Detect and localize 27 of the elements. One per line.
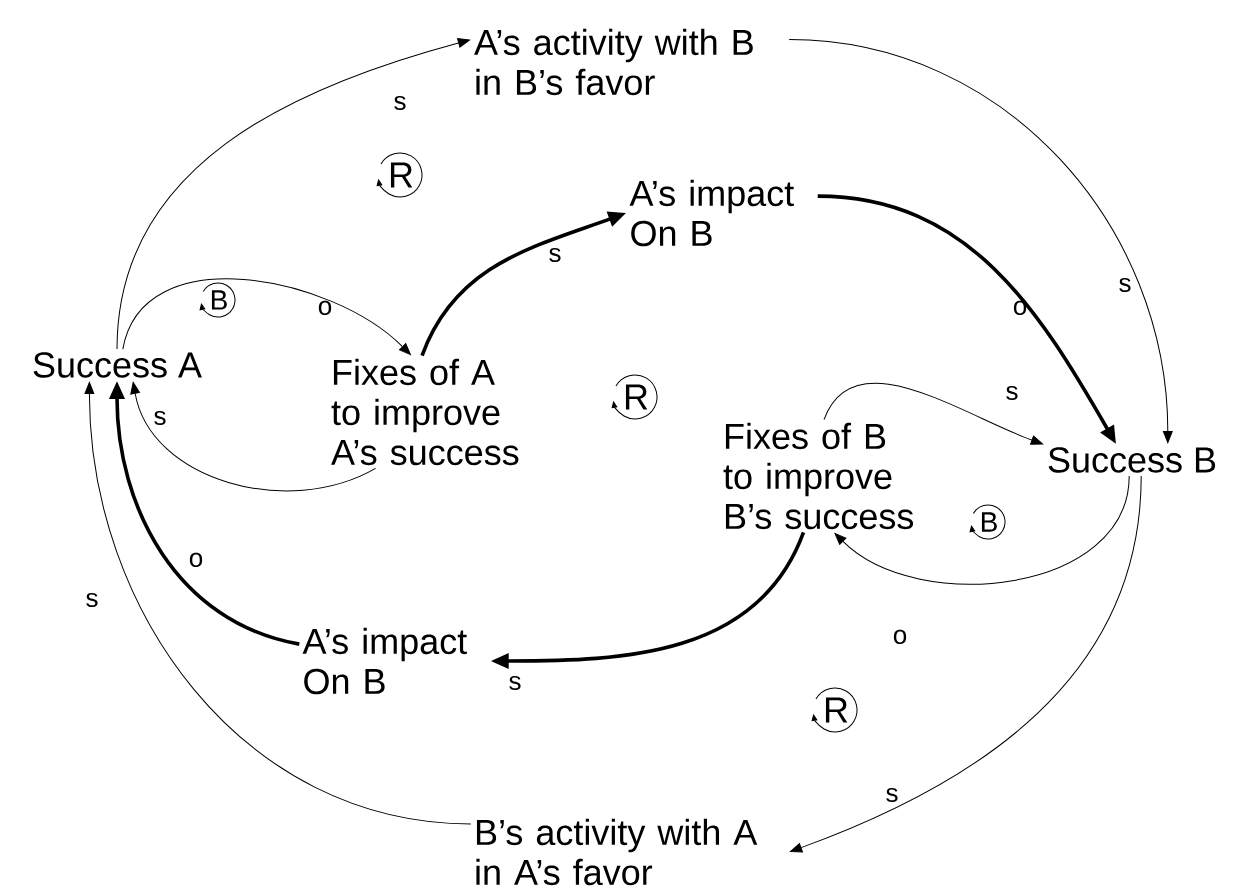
arrow <box>84 381 472 825</box>
concept-label: Success B <box>1048 447 1216 473</box>
edge-label: s <box>1119 277 1131 293</box>
edge-label: s <box>509 675 521 691</box>
concept-label: B’s activity with A in A’s favor <box>476 818 758 886</box>
concept-label: A’s impact On B <box>629 179 794 247</box>
arrow <box>130 381 377 492</box>
arrow <box>834 475 1130 585</box>
edge-label: o <box>893 629 907 645</box>
edge-label: s <box>154 410 166 426</box>
concept-label: A’s activity with B in B’s favor <box>474 28 753 96</box>
concept-label: Fixes of A to improve A’s success <box>331 358 519 466</box>
edge-label: o <box>318 300 332 316</box>
concept-label: A’s impact On B <box>302 627 467 695</box>
concept-label: Success A <box>33 352 202 378</box>
arrow <box>122 278 411 356</box>
arrow <box>116 38 470 350</box>
edge-label: s <box>394 95 406 111</box>
edge-label: s <box>549 247 561 263</box>
edge-label: s <box>86 592 98 608</box>
edge-label: s <box>886 787 898 803</box>
edge-label: o <box>189 552 203 568</box>
arrow <box>823 382 1043 445</box>
arrow <box>788 39 1173 444</box>
concept-label: Fixes of B to improve B’s success <box>723 422 914 530</box>
edge-label: s <box>1006 385 1018 401</box>
arrow <box>790 475 1142 853</box>
